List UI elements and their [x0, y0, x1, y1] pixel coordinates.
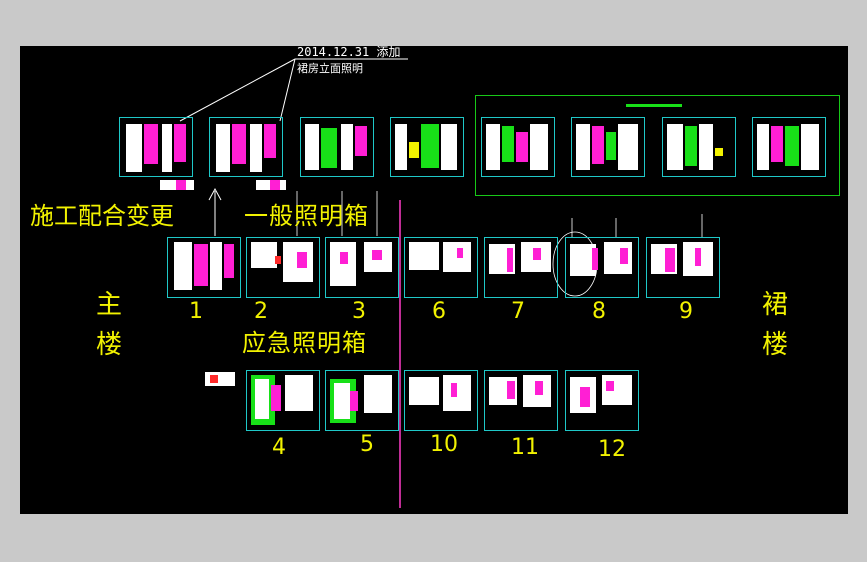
sheet-thumb-top-4[interactable]	[390, 117, 464, 177]
sheet-number-10: 10	[430, 432, 458, 457]
cad-model-space[interactable]: 2014.12.31 添加 裙房立面照明	[20, 46, 848, 514]
sheet-thumb-top-7[interactable]	[662, 117, 736, 177]
emergency-box-sheet-11[interactable]	[484, 370, 558, 431]
emergency-lighting-box-label: 应急照明箱	[242, 329, 367, 357]
emergency-box-sheet-5[interactable]	[325, 370, 399, 431]
podium-label-line2: 楼	[762, 330, 789, 360]
sheet-number-9: 9	[679, 299, 693, 324]
general-box-sheet-8[interactable]	[565, 237, 639, 298]
revision-date-note: 2014.12.31 添加	[297, 45, 401, 59]
main-building-label-line2: 楼	[96, 330, 123, 360]
general-box-sheet-3[interactable]	[325, 237, 399, 298]
sheet-tag-1-mark	[176, 180, 186, 190]
sheet-thumb-top-6[interactable]	[571, 117, 645, 177]
sheet-thumb-top-3[interactable]	[300, 117, 374, 177]
sheet-number-12: 12	[598, 437, 626, 462]
sheet-number-3: 3	[352, 299, 366, 324]
podium-label-line1: 裙	[762, 290, 789, 320]
sheet-thumb-top-8[interactable]	[752, 117, 826, 177]
sheet-number-5: 5	[360, 432, 374, 457]
sheet-number-7: 7	[511, 299, 525, 324]
emergency-box-sheet-12[interactable]	[565, 370, 639, 431]
sheet-tag-2-mark	[270, 180, 280, 190]
general-lighting-box-label: 一般照明箱	[244, 202, 369, 230]
general-box-sheet-2[interactable]	[246, 237, 320, 298]
general-box-sheet-9[interactable]	[646, 237, 720, 298]
main-building-label-line1: 主	[96, 290, 123, 320]
general-box-sheet-7[interactable]	[484, 237, 558, 298]
sheet-number-4: 4	[272, 435, 286, 460]
sheet-number-2: 2	[254, 299, 268, 324]
construction-change-label: 施工配合变更	[30, 202, 174, 230]
sheet-thumb-top-5[interactable]	[481, 117, 555, 177]
general-box-sheet-6[interactable]	[404, 237, 478, 298]
sheet-number-1: 1	[189, 299, 203, 324]
group-title-mark	[626, 104, 682, 107]
emergency-legend-dot	[210, 375, 218, 383]
sheet-number-6: 6	[432, 299, 446, 324]
podium-sheet-group[interactable]	[475, 95, 840, 196]
sheet-thumb-top-2[interactable]	[209, 117, 283, 177]
general-box-sheet-1[interactable]	[167, 237, 241, 298]
revision-sub-note: 裙房立面照明	[297, 62, 363, 75]
sheet-number-11: 11	[511, 435, 539, 460]
emergency-box-sheet-4[interactable]	[246, 370, 320, 431]
sheet-number-8: 8	[592, 299, 606, 324]
sheet-thumb-top-1[interactable]	[119, 117, 193, 177]
emergency-box-sheet-10[interactable]	[404, 370, 478, 431]
